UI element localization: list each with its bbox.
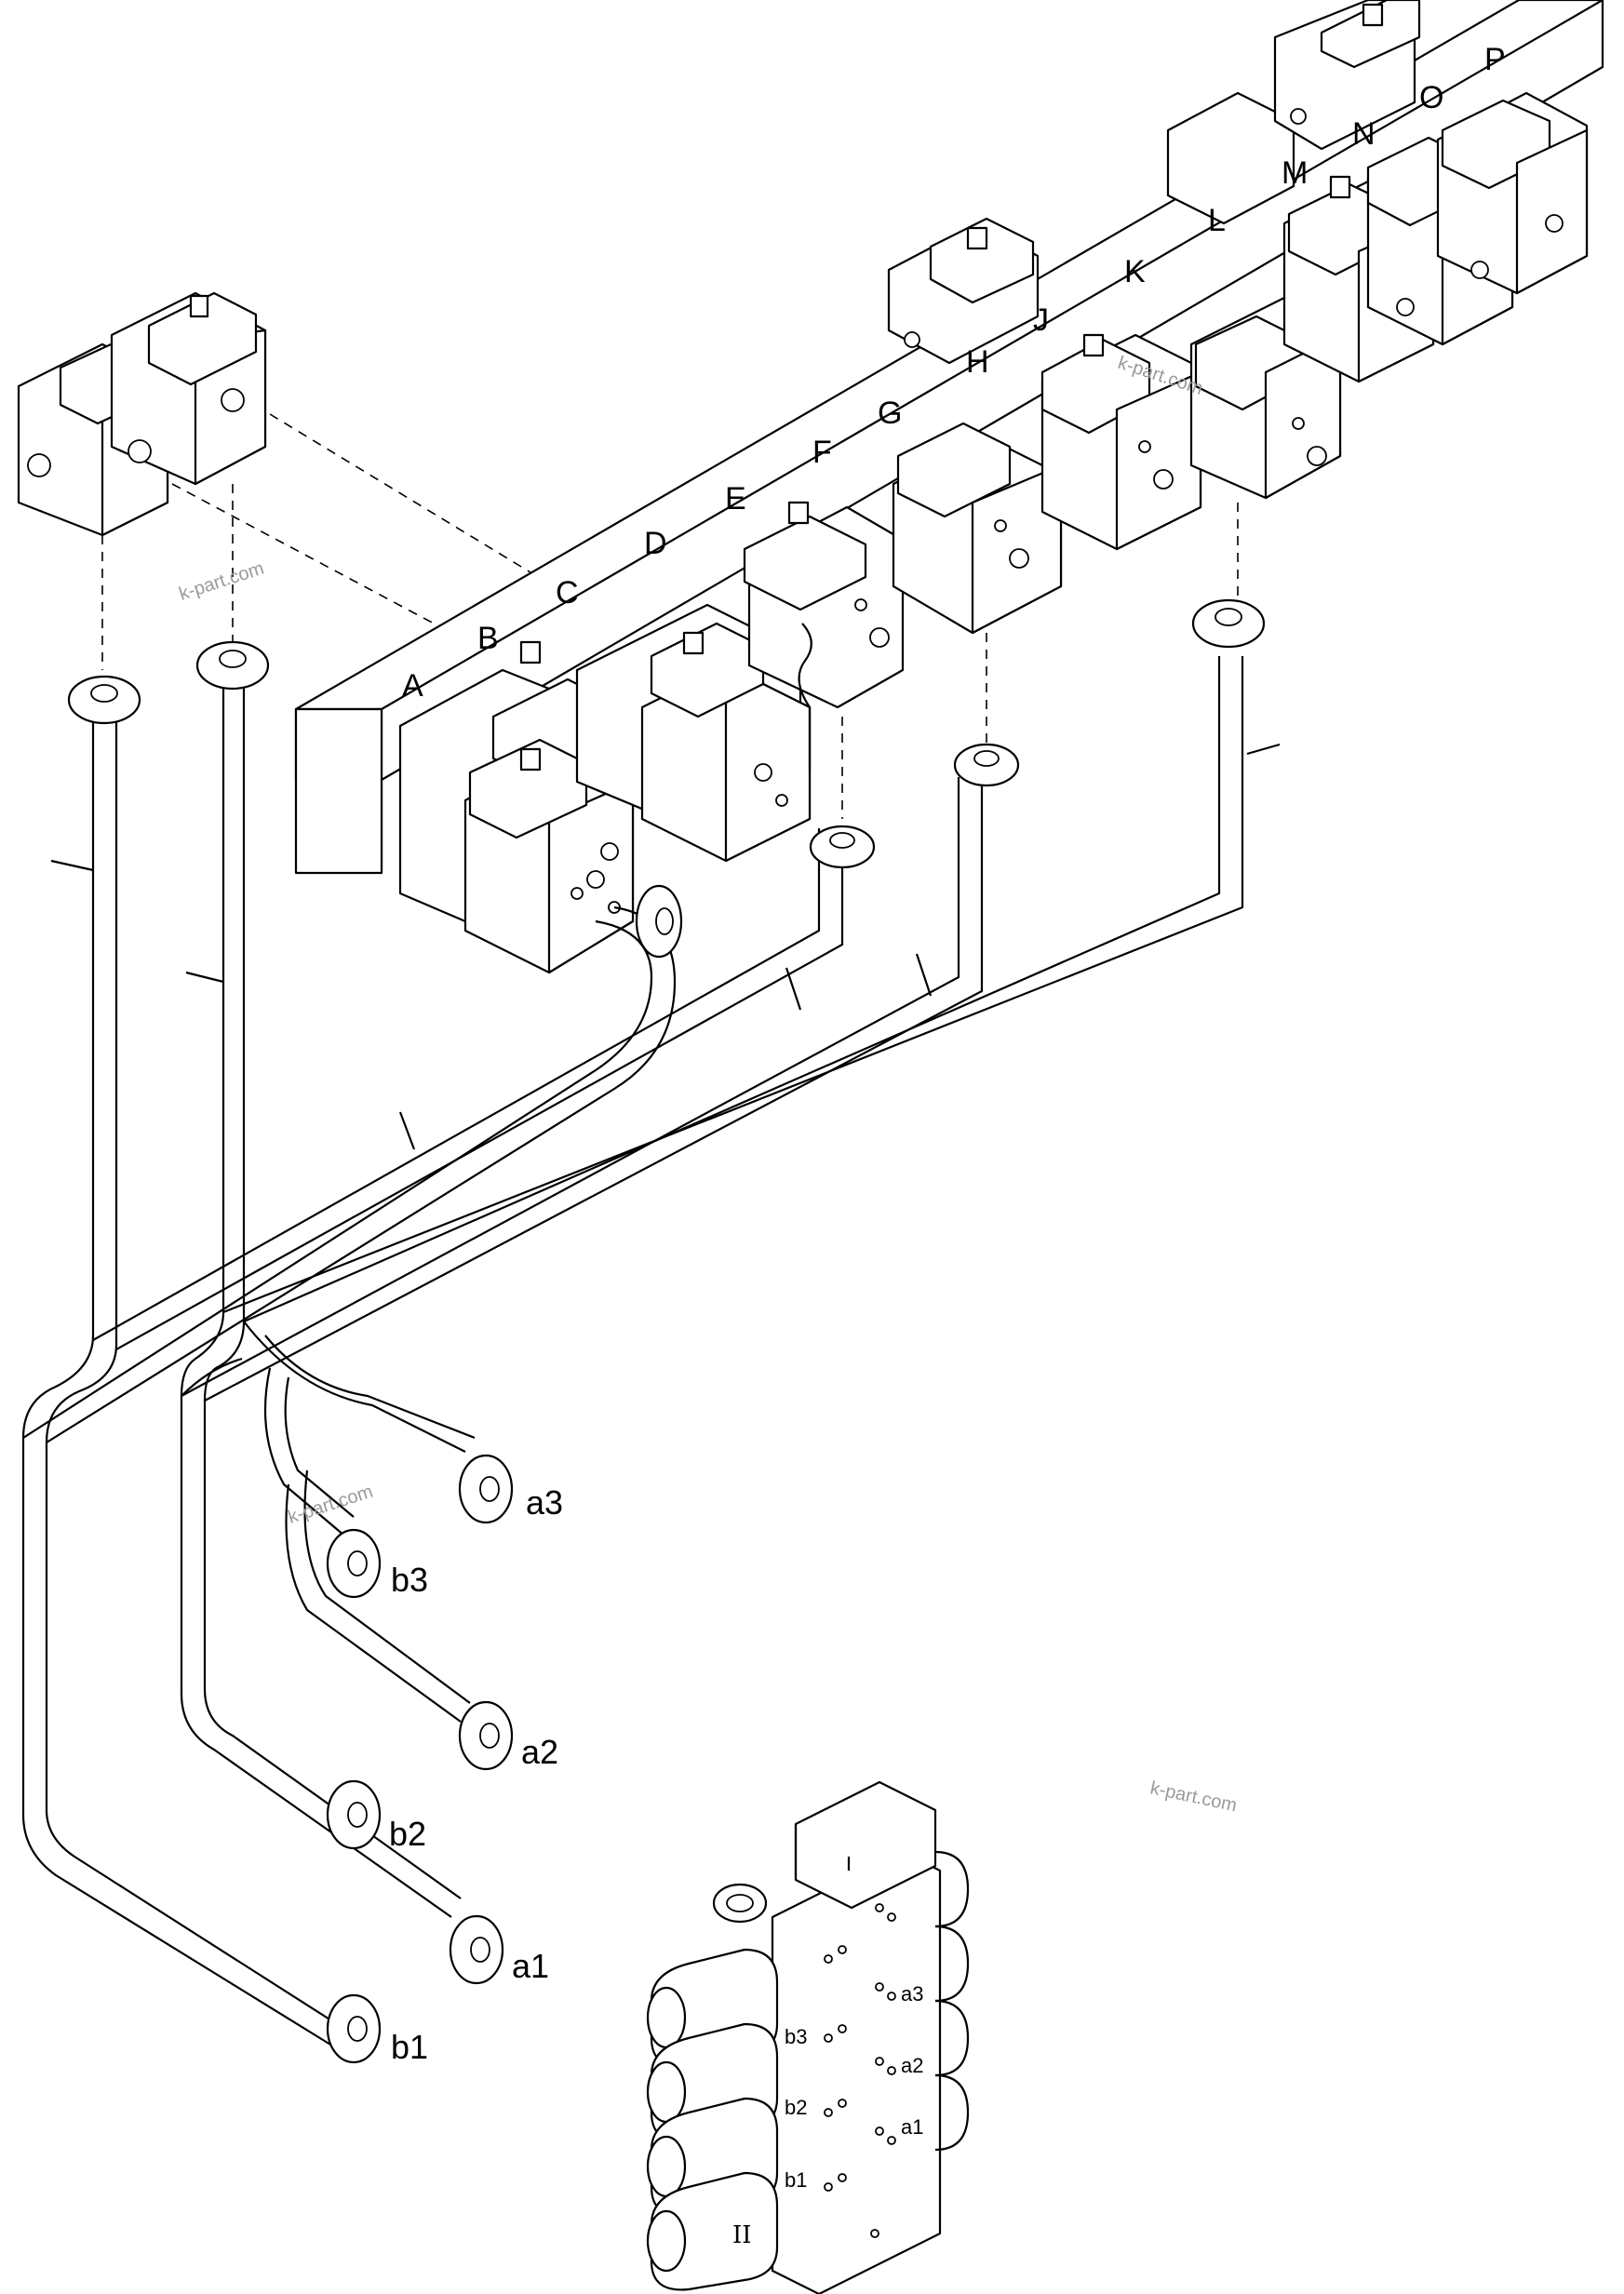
port-label-b2: b2 (389, 1815, 426, 1853)
hydraulic-pipes (21, 656, 1281, 2048)
section-label-M: M (1282, 155, 1308, 191)
flange-a1 (449, 1914, 504, 1985)
valve-port-a1: a1 (901, 2115, 923, 2139)
flange-angled (635, 884, 683, 959)
flange-b1 (326, 1993, 382, 2064)
port-label-a1: a1 (512, 1947, 549, 1985)
valve-port-b1: b1 (785, 2168, 807, 2192)
flange-top-left (67, 675, 141, 725)
flange-a3 (458, 1454, 514, 1524)
control-valve-labels: a3 a2 a1 b3 b2 b1 II (732, 1982, 923, 2249)
valve-port-b2: b2 (785, 2096, 807, 2119)
port-label-b3: b3 (391, 1561, 428, 1599)
section-label-L: L (1208, 203, 1226, 238)
section-label-E: E (725, 481, 746, 516)
valve-port-a2: a2 (901, 2054, 923, 2077)
flange-top-4 (953, 743, 1020, 787)
manifold-section-labels: A B C D E F G H J K L M N O P (402, 42, 1506, 704)
port-label-a3: a3 (526, 1483, 563, 1522)
flange-top-5 (1191, 598, 1266, 649)
port-labels: a3 b3 a2 b2 a1 b1 (389, 1483, 563, 2066)
section-label-N: N (1352, 116, 1376, 152)
flange-b2 (326, 1779, 382, 1850)
section-label-D: D (644, 526, 667, 561)
assembly-leader-lines (101, 413, 1239, 819)
port-label-a2: a2 (521, 1733, 558, 1771)
left-valve-blocks (17, 291, 267, 537)
valve-port-a3: a3 (901, 1982, 923, 2006)
watermark: k-part.com (177, 558, 267, 605)
section-label-G: G (878, 396, 902, 431)
section-label-H: H (966, 344, 989, 380)
section-label-B: B (477, 621, 499, 656)
section-label-J: J (1033, 302, 1049, 338)
watermark: k-part.com (1148, 1778, 1239, 1816)
valve-section-mark: II (732, 2221, 752, 2249)
watermark: k-part.com (286, 1482, 376, 1528)
valve-port-b3: b3 (785, 2025, 807, 2048)
spool-cylinders (646, 1850, 970, 2291)
section-label-A: A (402, 668, 423, 704)
section-label-C: C (556, 575, 579, 610)
section-label-O: O (1419, 80, 1443, 115)
section-label-K: K (1124, 254, 1146, 289)
flange-top-3 (809, 825, 876, 869)
flange-a2 (458, 1700, 514, 1771)
control-valve-body (646, 1780, 970, 2294)
section-label-F: F (812, 435, 832, 470)
valve-block-holes (519, 3, 1564, 914)
flange-top-2 (195, 640, 270, 691)
pipe-flanges (67, 598, 1266, 2064)
section-label-P: P (1484, 42, 1506, 77)
valve-section-blocks (398, 0, 1589, 974)
flange-b3 (326, 1528, 382, 1599)
port-label-b1: b1 (391, 2028, 428, 2066)
